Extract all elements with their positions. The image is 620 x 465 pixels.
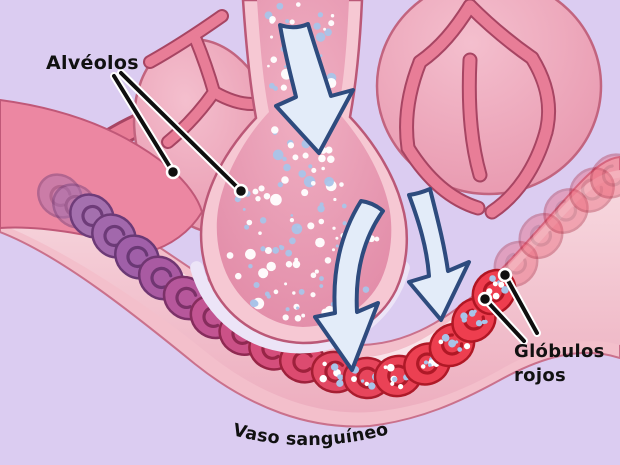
oxygen-molecule-dots — [226, 2, 380, 322]
pointer-dot — [165, 164, 181, 180]
alveolos-pointers — [110, 69, 249, 199]
pointer-dot — [477, 291, 493, 307]
globulos-pointers — [477, 267, 541, 345]
right-alveolus-capillaries — [399, 0, 557, 220]
pointer-dot — [497, 267, 513, 283]
pointer-line — [503, 273, 539, 335]
diffusion-arrows — [274, 22, 471, 372]
pointer-line — [483, 297, 526, 343]
label-globulos-line2: rojos — [514, 365, 566, 386]
label-globulos-line1: Glóbulos — [514, 341, 605, 362]
pointer-dot — [233, 183, 249, 199]
label-alveolos: Alvéolos — [46, 52, 139, 74]
pointer-line — [119, 71, 243, 193]
right-alveolus — [375, 0, 603, 220]
red-blood-cells — [69, 193, 517, 400]
airflow-arrow-top — [274, 22, 355, 155]
oxygen-arrow-right — [407, 187, 471, 322]
artery — [0, 98, 204, 254]
pointer-line — [112, 74, 175, 174]
oxygen-arrow-left — [313, 199, 385, 372]
left-alveolus-capillaries — [143, 9, 259, 149]
